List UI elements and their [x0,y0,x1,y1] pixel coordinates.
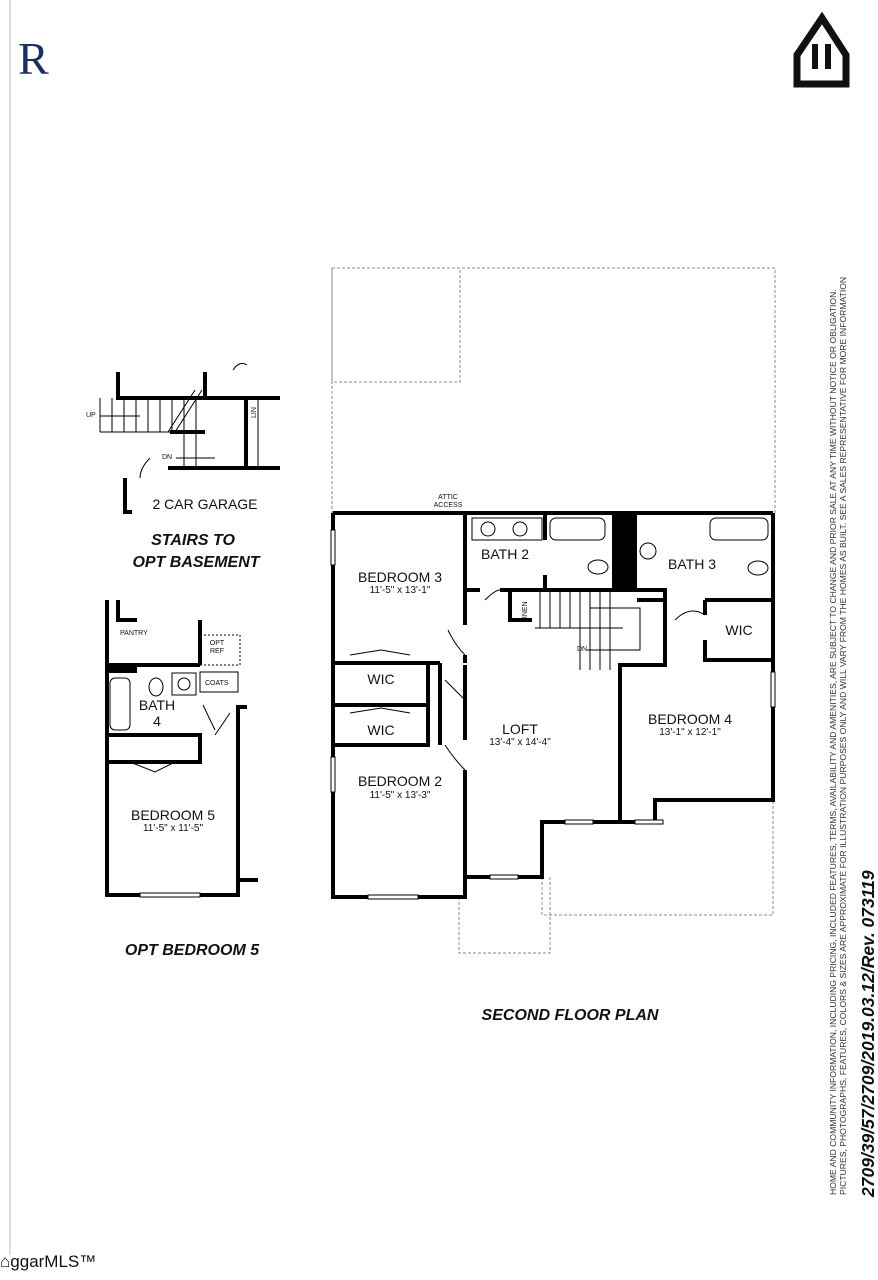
stairs-down-label: DN [577,646,588,653]
coats-label: COATS [205,680,229,687]
lin-label: LIN [251,407,258,418]
second-floor-fixtures [349,517,769,771]
stairs-detail-treads [99,362,280,479]
wic-bedroom3-label: WIC [367,671,395,687]
stairs-detail-walls [116,372,280,514]
disclaimer-line2: PICTURES, PHOTOGRAPHS, FEATURES, COLORS … [838,276,848,1195]
bath2-label: BATH 2 [481,546,529,562]
house-icon: ⌂ [0,1252,11,1271]
wic-bedroom2-label: WIC [367,722,395,738]
bedroom5-dims: 11'-5" x 11'-5" [142,823,204,834]
disclaimer-line1: HOME AND COMMUNITY INFORMATION, INCLUDIN… [828,289,838,1195]
bedroom3-label: BEDROOM 3 [357,569,443,585]
bedroom2-label: BEDROOM 2 [357,773,443,789]
opt-ref-line2: REF [209,648,224,655]
stair-treads [535,592,641,670]
bedroom5-label: BEDROOM 5 [130,807,216,823]
stairs-up-label: UP [86,412,96,419]
bath4-line1: BATH [138,697,176,713]
bedroom4-dims: 13'-1" x 12'-1" [659,727,721,738]
stairs-title-line1: STAIRS TO [151,532,235,549]
attic-label-line2: ACCESS [433,502,463,509]
brand-logo-fragment: R [18,33,49,84]
opt-bedroom5-title: OPT BEDROOM 5 [124,942,260,959]
opt-bedroom-fixtures [109,634,241,898]
roof-outline-dashed [331,267,776,954]
garage-label: 2 CAR GARAGE [152,496,258,512]
bedroom3-dims: 11'-5" x 13'-1" [369,585,431,596]
attic-label-line1: ATTIC [438,494,458,501]
stairs-dn-label: DN [162,454,173,461]
loft-dims: 13'-4" x 14'-4" [489,737,551,748]
stairs-title-line2: OPT BASEMENT [132,554,260,571]
second-floor-walls [331,511,775,899]
pantry-label: PANTRY [120,630,148,637]
linen-label: LINEN [522,601,529,622]
bedroom2-dims: 11'-5" x 13'-3" [369,790,431,801]
loft-label: LOFT [502,721,538,737]
page-border-line [9,0,11,1255]
windows [330,529,776,900]
plumbing-chase [612,513,637,588]
revision-code: 2709/39/57/2709/2019.03.12/Rev. 073119 [858,870,878,1197]
second-floor-plan-title: SECOND FLOOR PLAN [481,1007,659,1024]
bath3-label: BATH 3 [668,556,716,572]
opt-ref-line1: OPT [209,640,225,647]
bedroom4-label: BEDROOM 4 [647,711,733,727]
bath4-line2: 4 [153,713,161,729]
wic-bedroom4-label: WIC [725,622,753,638]
mls-watermark: ⌂ggarMLS™ [0,1252,96,1272]
opt-bedroom-walls [105,600,258,897]
disclaimer-text: HOME AND COMMUNITY INFORMATION, INCLUDIN… [828,277,848,1195]
mls-watermark-text: ggarMLS™ [10,1252,97,1271]
